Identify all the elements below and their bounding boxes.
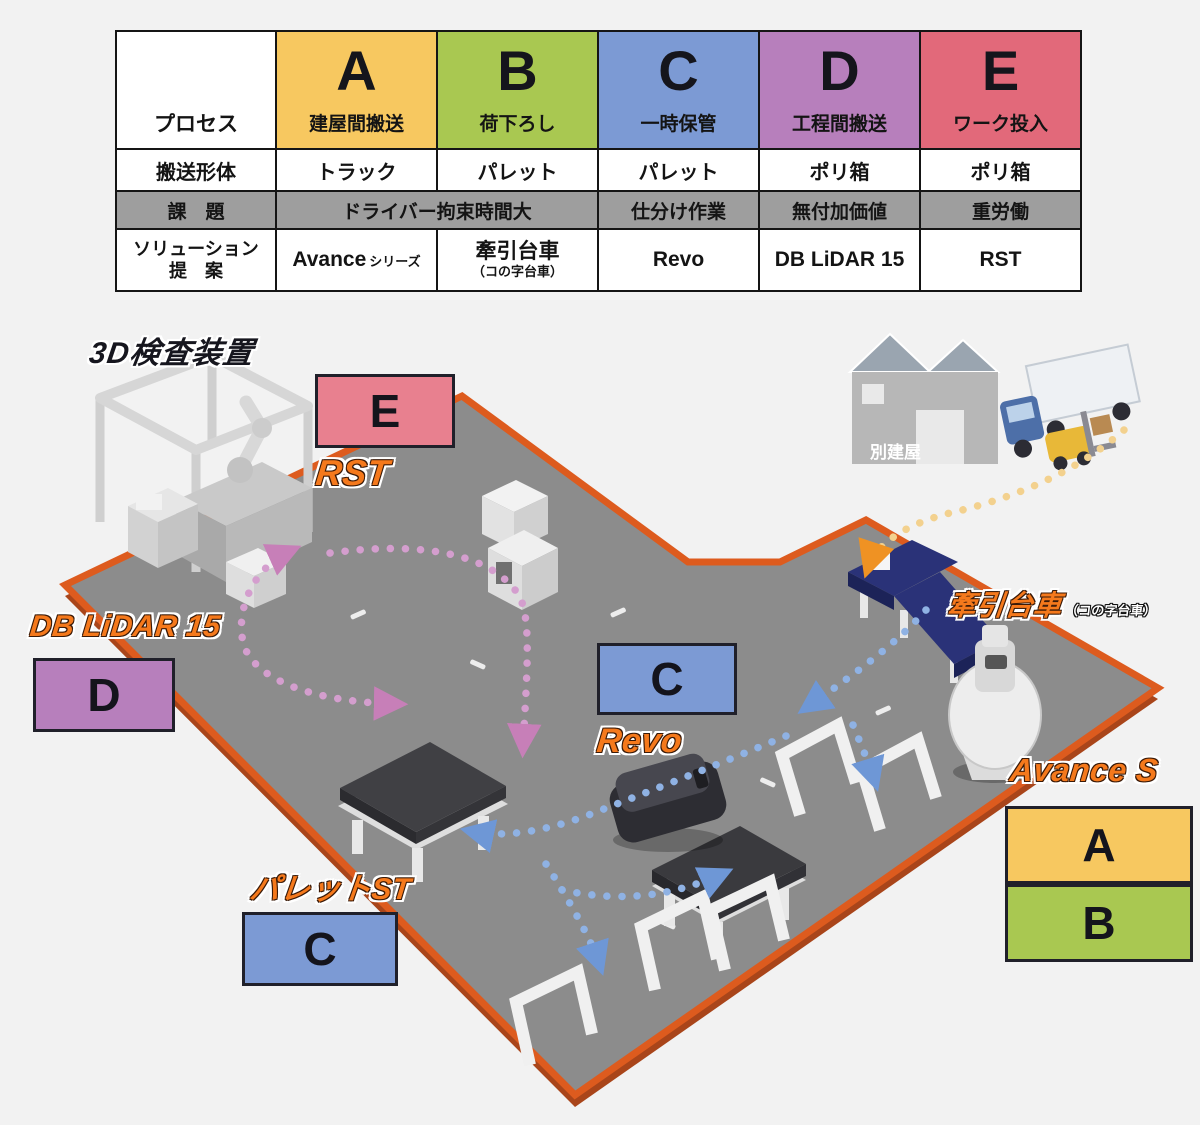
towing-cart-main: 牽引台車 (946, 590, 1064, 621)
col-process-b: 荷下ろし (479, 114, 556, 135)
badge-c-revo-letter: C (650, 653, 684, 705)
col-process-a: 建屋間搬送 (308, 114, 404, 135)
solution-b: 牽引台車 （コの字台車） (438, 230, 599, 292)
truck (1000, 343, 1141, 458)
avance-agv (948, 625, 1042, 783)
badge-c-pallet-letter: C (303, 923, 337, 975)
solution-e-main: RST (979, 247, 1022, 271)
badge-c-revo: C (597, 643, 737, 715)
col-header-e: E ワーク投入 (921, 32, 1082, 150)
u-carts (509, 716, 942, 1067)
solution-a-main: Avance (292, 247, 367, 271)
route-blue-south (542, 860, 609, 976)
transport-d: ポリ箱 (760, 150, 921, 192)
factory-illustration: 別建屋 (59, 332, 1165, 1107)
col-process-e: ワーク投入 (952, 114, 1048, 135)
solution-b-main: 牽引台車 (475, 240, 560, 264)
badge-b: B (1005, 884, 1193, 962)
rst-label: RST (313, 452, 392, 493)
solution-d-main: DB LiDAR 15 (774, 247, 905, 271)
transport-a: トラック (277, 150, 438, 192)
u-cart (704, 873, 790, 972)
building-label: 別建屋 (869, 442, 921, 462)
revo-agv (609, 753, 727, 852)
towing-cart-note: （コの字台車） (1064, 603, 1158, 618)
col-letter-c: C (658, 38, 699, 102)
routes (237, 426, 1128, 976)
issue-ab: ドライバー拘束時間大 (277, 192, 599, 230)
solution-b-note: （コの字台車） (471, 263, 563, 279)
badge-d-letter: D (87, 669, 121, 721)
solution-label-line2: 提 案 (169, 261, 223, 281)
pallet-station-left (338, 742, 508, 882)
badge-b-letter: B (1082, 897, 1116, 949)
transport-row-label: 搬送形体 (117, 150, 277, 192)
issue-d: 無付加価値 (760, 192, 921, 230)
transport-e: ポリ箱 (921, 150, 1082, 192)
solution-row-label: ソリューション 提 案 (117, 230, 277, 292)
u-cart (774, 716, 862, 817)
u-cart (854, 731, 942, 832)
route-pink-down (326, 544, 542, 759)
col-letter-d: D (819, 38, 860, 102)
badge-a-letter: A (1082, 819, 1116, 871)
badge-e-letter: E (369, 385, 401, 437)
pallet-st-label: パレットST (247, 873, 413, 906)
issue-row-label: 課 題 (117, 192, 277, 230)
solution-c: Revo (599, 230, 760, 292)
col-letter-e: E (981, 38, 1020, 102)
col-letter-b: B (497, 38, 538, 102)
storage-boxes (482, 480, 558, 610)
solution-a-suffix: シリーズ (369, 253, 421, 269)
route-blue-rack (849, 721, 885, 792)
col-letter-a: A (336, 38, 377, 102)
inspection-machine-label: 3D検査装置 (87, 337, 257, 370)
solution-c-main: Revo (652, 247, 705, 271)
issue-e: 重労働 (921, 192, 1082, 230)
transport-b: パレット (438, 150, 599, 192)
badge-a: A (1005, 806, 1193, 884)
solution-label-line1: ソリューション (133, 238, 259, 259)
process-table: プロセス A 建屋間搬送 B 荷下ろし C 一時保管 D 工程間搬送 E ワーク… (115, 30, 1082, 292)
table-corner-cell: プロセス (117, 32, 277, 150)
badge-c-pallet: C (242, 912, 398, 986)
badge-e: E (315, 374, 455, 448)
solution-d: DB LiDAR 15 (760, 230, 921, 292)
badge-d: D (33, 658, 175, 732)
col-header-b: B 荷下ろし (438, 32, 599, 150)
db-lidar-label: DB LiDAR 15 (28, 610, 223, 643)
factory-scene: 別建屋 (0, 310, 1200, 1125)
col-header-a: A 建屋間搬送 (277, 32, 438, 150)
col-process-d: 工程間搬送 (791, 114, 887, 135)
col-header-d: D 工程間搬送 (760, 32, 921, 150)
issue-c: 仕分け作業 (599, 192, 760, 230)
forklift (1045, 410, 1117, 471)
transport-c: パレット (599, 150, 760, 192)
col-header-c: C 一時保管 (599, 32, 760, 150)
process-row-label: プロセス (154, 113, 238, 136)
col-process-c: 一時保管 (640, 114, 717, 135)
towing-cart-label: 牽引台車（コの字台車） (946, 584, 1159, 624)
route-yellow-inbound (858, 426, 1128, 579)
avance-s-label: Avance S (1008, 752, 1161, 788)
route-blue-conveyor (797, 606, 930, 714)
u-cart (509, 963, 598, 1067)
revo-label: Revo (595, 722, 685, 760)
building: 別建屋 (847, 332, 1001, 464)
solution-e: RST (921, 230, 1082, 292)
